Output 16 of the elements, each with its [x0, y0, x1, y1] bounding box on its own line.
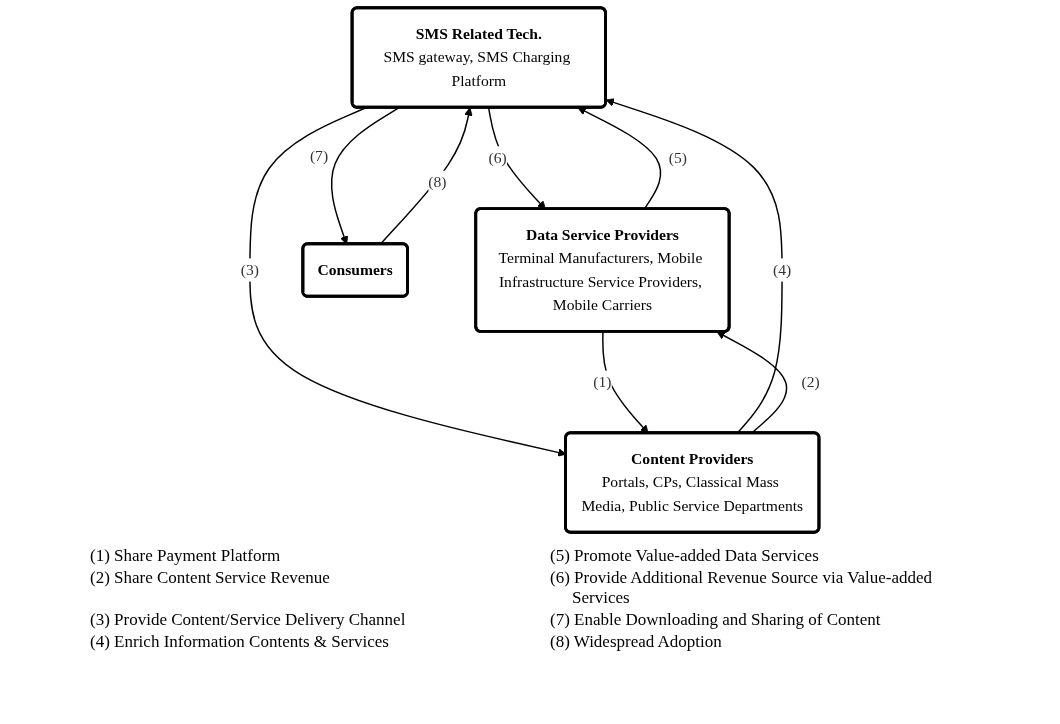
- legend-note: (8) Widespread Adoption: [550, 632, 723, 652]
- legend-note: (4) Enrich Information Contents & Services: [90, 632, 390, 652]
- legend-note: (2) Share Content Service Revenue: [90, 568, 331, 589]
- legend-note: (3) Provide Content/Service Delivery Channel: [90, 610, 407, 630]
- legend-note: (5) Promote Value-added Data Services: [550, 546, 820, 566]
- edge-label: (3): [240, 261, 259, 278]
- edge-label: (1): [593, 373, 612, 390]
- legend-note: (7) Enable Downloading and Sharing of Content: [550, 610, 882, 630]
- edge-label: (5): [668, 149, 687, 166]
- legend-note: (1) Share Payment Platform: [90, 546, 282, 566]
- edge-label: (8): [428, 173, 447, 191]
- edge-label: (4): [772, 261, 791, 278]
- edge-label: (2): [801, 373, 820, 390]
- edge-label: (6): [488, 149, 507, 166]
- edge-label: (7): [309, 147, 328, 165]
- legend-note: (6) Provide Additional Revenue Source via Value-added Services: [550, 568, 934, 608]
